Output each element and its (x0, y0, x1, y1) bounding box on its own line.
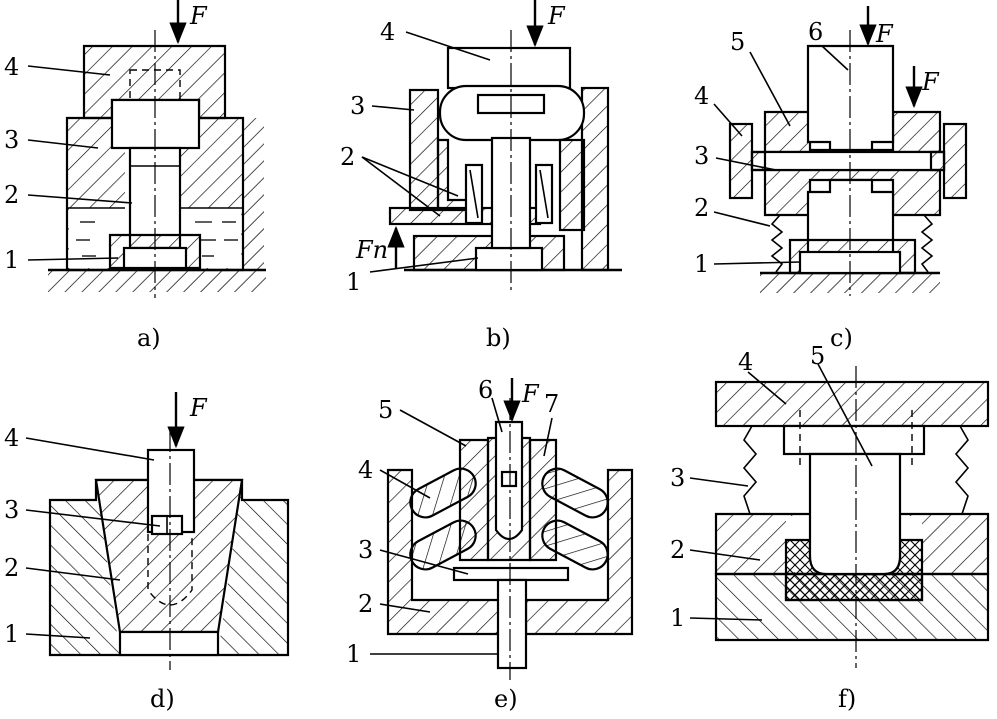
label-e-5: 5 (378, 396, 393, 424)
label-b-4: 4 (380, 18, 395, 46)
label-d-3: 3 (4, 496, 19, 524)
panel-d: F 4 3 2 1 d) (4, 392, 290, 713)
force-label-b: F (547, 2, 566, 30)
force-label-c1: F (875, 20, 894, 48)
caption-b: b) (486, 324, 511, 352)
label-e-2: 2 (358, 590, 373, 618)
label-e-1: 1 (346, 640, 361, 668)
label-a-1: 1 (4, 246, 19, 274)
label-d-2: 2 (4, 554, 19, 582)
label-a-4: 4 (4, 53, 19, 81)
label-a-2: 2 (4, 181, 19, 209)
label-e-7: 7 (544, 390, 559, 418)
label-f-4: 4 (738, 348, 753, 376)
force-label-d: F (189, 394, 208, 422)
caption-e: e) (494, 685, 518, 713)
label-e-4: 4 (358, 456, 373, 484)
force-label-e: F (521, 380, 540, 408)
label-d-1: 1 (4, 620, 19, 648)
force-label-c2: F (921, 68, 940, 96)
label-e-3: 3 (358, 536, 373, 564)
label-f-1: 1 (670, 604, 685, 632)
label-f-5: 5 (810, 342, 825, 370)
label-c-3: 3 (694, 142, 709, 170)
label-f-3: 3 (670, 464, 685, 492)
panel-b: F Fn 4 3 2 1 b) (340, 0, 622, 352)
panel-f: 4 5 3 2 1 f) (670, 342, 990, 713)
force-label-a: F (189, 2, 208, 30)
label-c-4: 4 (694, 82, 709, 110)
label-b-3: 3 (350, 92, 365, 120)
label-c-2: 2 (694, 194, 709, 222)
label-d-4: 4 (4, 424, 19, 452)
panel-c: F F 5 6 4 3 2 1 c) (694, 6, 968, 352)
panel-e: F 5 6 7 4 3 2 1 e) (346, 376, 634, 713)
caption-d: d) (150, 685, 175, 713)
label-e-6: 6 (478, 376, 493, 404)
caption-f: f) (838, 685, 856, 713)
label-c-1: 1 (694, 250, 709, 278)
label-a-3: 3 (4, 126, 19, 154)
caption-a: a) (137, 324, 161, 352)
label-f-2: 2 (670, 536, 685, 564)
label-b-1: 1 (346, 268, 361, 296)
panel-a: F 4 3 2 1 a) (4, 0, 266, 352)
label-c-6: 6 (808, 18, 823, 46)
caption-c: c) (830, 324, 853, 352)
label-c-5: 5 (730, 28, 745, 56)
label-b-2: 2 (340, 143, 355, 171)
reaction-force-label: Fn (355, 236, 388, 264)
